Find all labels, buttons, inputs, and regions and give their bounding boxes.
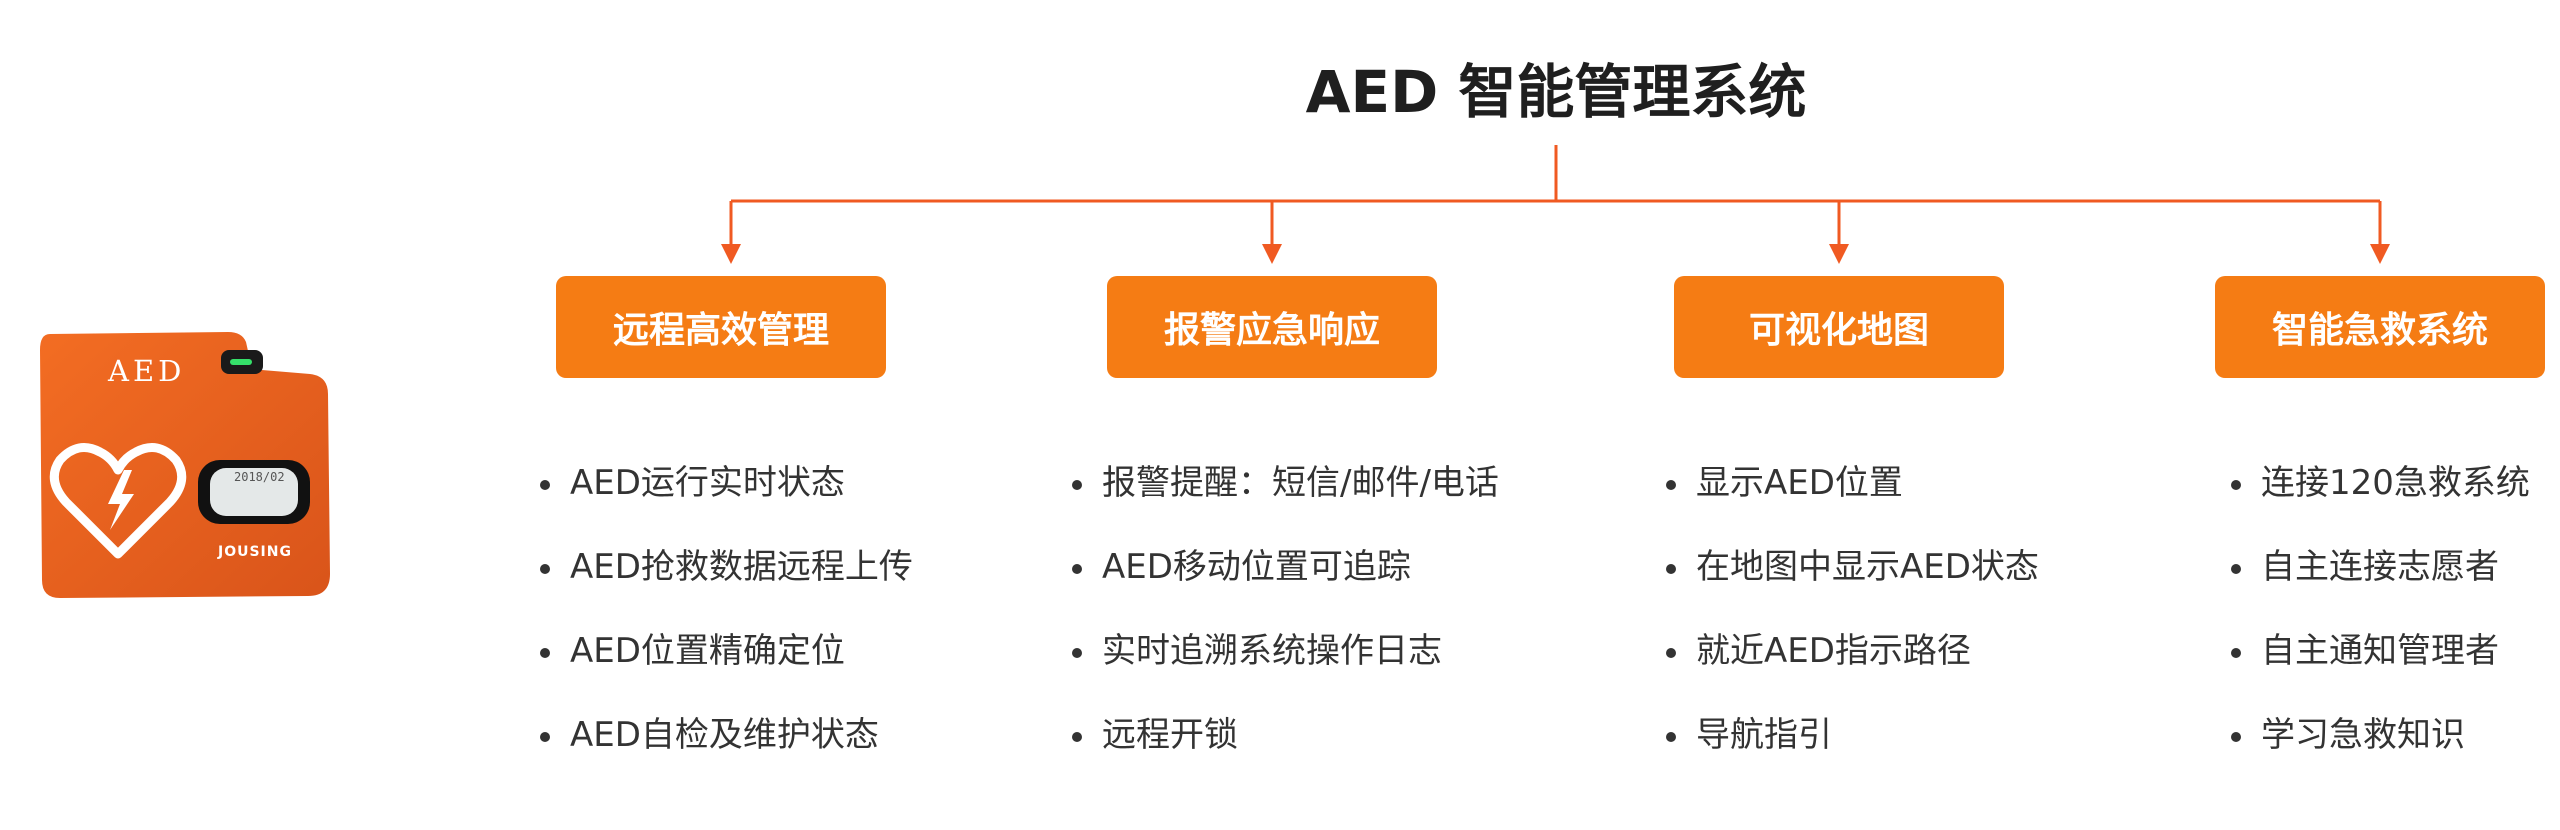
list-item: 导航指引: [1666, 705, 2039, 789]
category-box-remote-management: 远程高效管理: [556, 276, 886, 378]
list-item: AED抢救数据远程上传: [540, 537, 913, 621]
list-item: 连接120急救系统: [2231, 453, 2530, 537]
arrowhead-1: [721, 244, 741, 264]
list-item: 在地图中显示AED状态: [1666, 537, 2039, 621]
list-item: AED自检及维护状态: [540, 705, 913, 789]
list-item: 自主通知管理者: [2231, 621, 2530, 705]
device-brand-logo: JOUSING: [218, 544, 292, 560]
list-item: AED位置精确定位: [540, 621, 913, 705]
feature-list-smart-rescue: 连接120急救系统 自主连接志愿者 自主通知管理者 学习急救知识: [2231, 453, 2530, 789]
list-item: AED移动位置可追踪: [1072, 537, 1499, 621]
list-item: 显示AED位置: [1666, 453, 2039, 537]
device-screen-date: 2018/02: [234, 470, 285, 484]
list-item: AED运行实时状态: [540, 453, 913, 537]
device-brand-text: AED: [108, 354, 186, 388]
aed-device-body: [40, 332, 330, 598]
list-item: 远程开锁: [1072, 705, 1499, 789]
heart-symbol-icon: [49, 443, 187, 559]
list-item: 实时追溯系统操作日志: [1072, 621, 1499, 705]
diagram-title: AED 智能管理系统: [1305, 58, 1807, 126]
aed-device-image: AED 2018/02 JOUSING: [38, 324, 338, 604]
feature-list-visual-map: 显示AED位置 在地图中显示AED状态 就近AED指示路径 导航指引: [1666, 453, 2039, 789]
arrowhead-3: [1829, 244, 1849, 264]
list-item: 就近AED指示路径: [1666, 621, 2039, 705]
category-box-visual-map: 可视化地图: [1674, 276, 2004, 378]
lightning-icon: [108, 470, 134, 530]
list-item: 报警提醒：短信/邮件/电话: [1072, 453, 1499, 537]
list-item: 自主连接志愿者: [2231, 537, 2530, 621]
feature-list-alarm-response: 报警提醒：短信/邮件/电话 AED移动位置可追踪 实时追溯系统操作日志 远程开锁: [1072, 453, 1499, 789]
feature-list-remote-management: AED运行实时状态 AED抢救数据远程上传 AED位置精确定位 AED自检及维护…: [540, 453, 913, 789]
list-item: 学习急救知识: [2231, 705, 2530, 789]
category-box-alarm-response: 报警应急响应: [1107, 276, 1437, 378]
category-box-smart-rescue: 智能急救系统: [2215, 276, 2545, 378]
arrowhead-4: [2370, 244, 2390, 264]
arrowhead-2: [1262, 244, 1282, 264]
